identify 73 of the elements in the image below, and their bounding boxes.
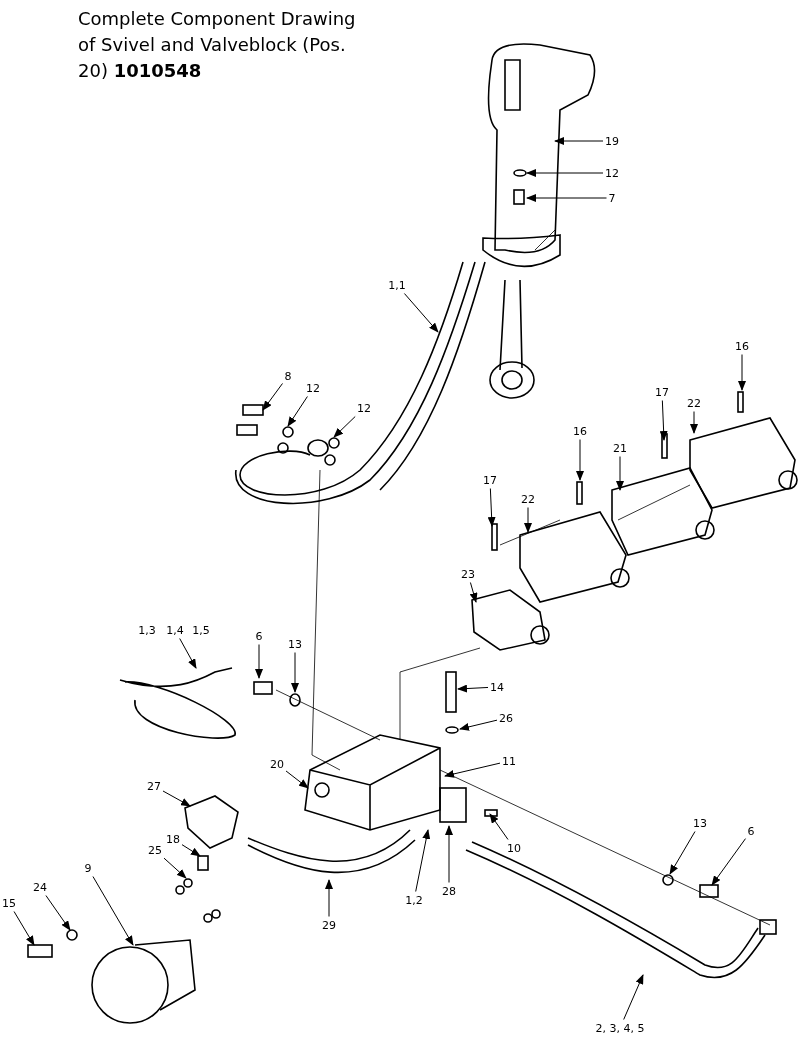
leader-line (444, 762, 501, 778)
leader-line (285, 770, 309, 789)
leader-line (738, 354, 746, 391)
leader-line (554, 137, 604, 145)
leader-line (181, 844, 201, 857)
callout-number: 10 (507, 841, 521, 855)
callout-number: 8 (284, 369, 292, 383)
callout-number: 15 (2, 896, 16, 910)
callout-number: 1,4 (166, 623, 184, 637)
callout-number: 1,2 (405, 893, 423, 907)
leader-line (489, 813, 509, 840)
leader-line (669, 831, 696, 875)
leader-line (690, 411, 698, 434)
callout-number: 19 (605, 134, 619, 148)
callout-number: 12 (357, 401, 371, 415)
callout-number: 17 (483, 473, 497, 487)
callout-number: 12 (605, 166, 619, 180)
callout-number: 27 (147, 779, 161, 793)
callout-number: 16 (573, 424, 587, 438)
leader-line (659, 400, 668, 441)
leader-line (325, 879, 333, 917)
callout-number: 24 (33, 880, 47, 894)
callout-number: 1,3 (138, 623, 156, 637)
callout-number: 7 (608, 191, 616, 205)
callout-number: 6 (255, 629, 263, 643)
callout-number: 11 (502, 754, 516, 768)
leader-line (711, 838, 746, 886)
leader-line (163, 857, 187, 879)
leader-line (623, 974, 644, 1020)
leader-line (92, 876, 134, 946)
callout-number: 13 (693, 816, 707, 830)
leader-line (487, 488, 496, 527)
callout-number: 9 (84, 861, 92, 875)
leader-line (291, 652, 299, 693)
leader-line (469, 582, 478, 603)
callout-number: 14 (490, 680, 504, 694)
leader-line (45, 895, 71, 931)
leader-line (576, 439, 584, 481)
leader-line (162, 790, 191, 807)
leader-line (255, 644, 263, 679)
callout-number: 17 (655, 385, 669, 399)
callout-number: 20 (270, 757, 284, 771)
leader-line (459, 719, 498, 731)
callout-number: 22 (521, 492, 535, 506)
callout-number: 12 (306, 381, 320, 395)
leader-line (287, 396, 308, 427)
leader-line (616, 456, 624, 491)
callout-number: 23 (461, 567, 475, 581)
callout-number: 1,5 (192, 623, 210, 637)
leader-line (457, 684, 489, 693)
drawing-title: Complete Component Drawing of Svivel and Valveblock (Pos. 20) 1010548 (78, 7, 357, 83)
leader-line (524, 507, 532, 533)
callout-number: 6 (747, 824, 755, 838)
callout-number: 22 (687, 396, 701, 410)
callout-number: 21 (613, 441, 627, 455)
callout-number: 13 (288, 637, 302, 651)
callout-number: 18 (166, 832, 180, 846)
leader-line (445, 825, 453, 883)
callout-number: 26 (499, 711, 513, 725)
leader-line (526, 169, 604, 177)
callout-number: 28 (442, 884, 456, 898)
leader-line (13, 911, 35, 946)
leader-line (526, 194, 607, 202)
callout-number: 16 (735, 339, 749, 353)
callout-number: 25 (148, 843, 162, 857)
leader-line (262, 383, 283, 411)
leader-line (333, 416, 356, 438)
leader-line (415, 829, 431, 892)
callout-number: 2, 3, 4, 5 (595, 1021, 645, 1035)
callout-number: 29 (322, 918, 336, 932)
leader-line (179, 638, 197, 669)
leader-line (403, 293, 439, 333)
callout-number: 1,1 (388, 278, 406, 292)
